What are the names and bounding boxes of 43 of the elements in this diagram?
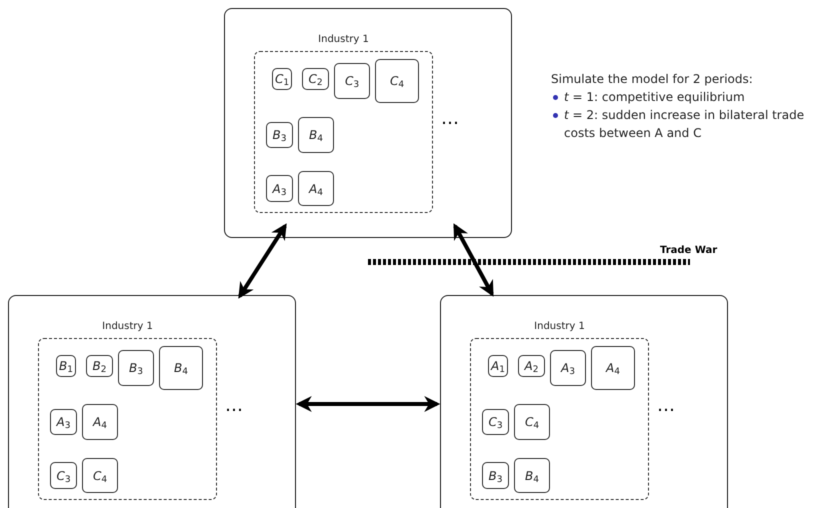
intro-text: Simulate the model for 2 periods: xyxy=(551,71,754,88)
firm-box: C$_{3}$ xyxy=(50,462,77,489)
country-box xyxy=(8,295,296,508)
firm-box: C$_{4}$ xyxy=(375,59,419,103)
firm-box: C$_{2}$ xyxy=(302,68,329,90)
industry-dashed-box xyxy=(254,51,433,213)
double-arrow xyxy=(453,223,494,297)
firm-box: A$_{3}$ xyxy=(550,350,586,386)
firm-box: A$_{4}$ xyxy=(82,404,118,440)
bullet-text: t = 1: competitive equilibrium xyxy=(564,89,746,106)
industry-dashed-box xyxy=(470,338,649,500)
firm-box: B$_{4}$ xyxy=(514,458,550,493)
country-box xyxy=(440,295,728,508)
bullet-text: t = 2: sudden increase in bilateral trade costs between A and C xyxy=(564,107,806,142)
firm-box: B$_{4}$ xyxy=(159,346,203,390)
double-arrow xyxy=(238,223,287,299)
trade-war-label: Trade War xyxy=(660,244,718,258)
industry-heading: Industry 1 xyxy=(533,320,586,334)
firm-box: A$_{2}$ xyxy=(518,355,545,377)
ellipsis: … xyxy=(441,107,459,131)
ellipsis: … xyxy=(657,394,675,418)
firm-box: C$_{3}$ xyxy=(482,409,509,435)
industry-heading: Industry 1 xyxy=(101,320,154,334)
firm-box: C$_{4}$ xyxy=(82,458,118,493)
firm-box: A$_{4}$ xyxy=(591,346,635,390)
firm-box: B$_{2}$ xyxy=(86,355,113,377)
firm-box: B$_{3}$ xyxy=(482,462,509,489)
firm-box: C$_{4}$ xyxy=(514,404,550,440)
firm-box: C$_{3}$ xyxy=(334,63,370,99)
ellipsis: … xyxy=(225,394,243,418)
firm-box: A$_{1}$ xyxy=(488,355,508,377)
firm-box: B$_{3}$ xyxy=(266,122,293,148)
firm-box: B$_{1}$ xyxy=(56,355,76,377)
firm-box: B$_{4}$ xyxy=(298,117,334,153)
country-box xyxy=(224,8,512,238)
firm-box: A$_{3}$ xyxy=(50,409,77,435)
firm-box: B$_{3}$ xyxy=(118,350,154,386)
double-arrow xyxy=(296,396,440,412)
firm-box: A$_{4}$ xyxy=(298,171,334,206)
industry-dashed-box xyxy=(38,338,217,500)
firm-box: A$_{3}$ xyxy=(266,175,293,202)
firm-box: C$_{1}$ xyxy=(272,68,292,90)
industry-heading: Industry 1 xyxy=(317,33,370,47)
